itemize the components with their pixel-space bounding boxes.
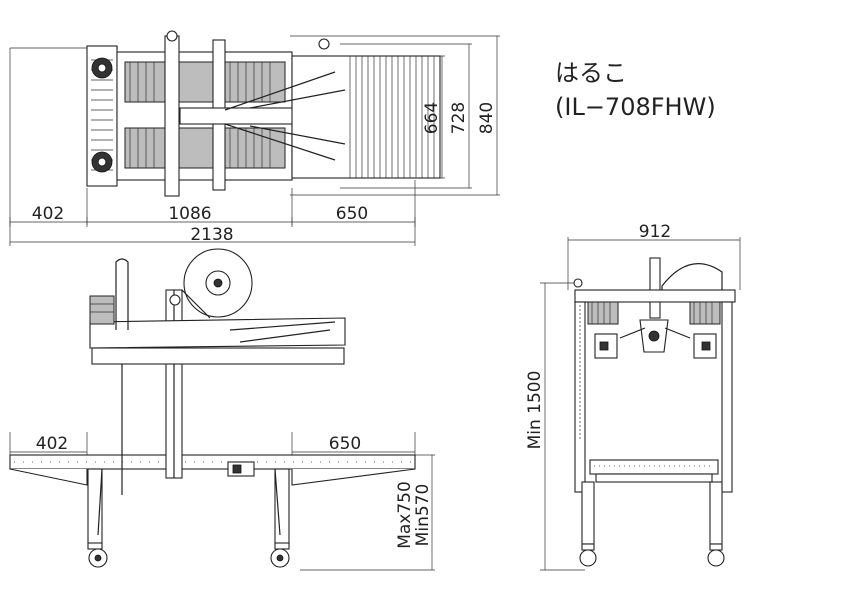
- dim-width-840: 840: [477, 102, 497, 134]
- dim-front-height: Min 1500: [525, 371, 545, 450]
- dim-height-max: Max750: [395, 481, 415, 549]
- front-view: [540, 237, 741, 571]
- dim-width-728: 728: [449, 102, 469, 134]
- title-block: はるこ (IL−708FHW): [555, 56, 716, 124]
- side-view: [9, 248, 435, 571]
- dim-side-right: 650: [329, 434, 361, 454]
- dim-top-left: 402: [32, 204, 64, 224]
- dim-top-right: 650: [336, 204, 368, 224]
- dim-top-middle: 1086: [168, 204, 211, 224]
- dim-side-left: 402: [36, 434, 68, 454]
- product-name: はるこ: [555, 59, 627, 87]
- dim-width-664: 664: [422, 102, 442, 134]
- model-number: (IL−708FHW): [555, 93, 716, 121]
- dim-top-total: 2138: [190, 225, 233, 245]
- dim-front-width: 912: [639, 222, 671, 242]
- dim-height-min: Min570: [413, 484, 433, 547]
- top-view: [9, 30, 500, 246]
